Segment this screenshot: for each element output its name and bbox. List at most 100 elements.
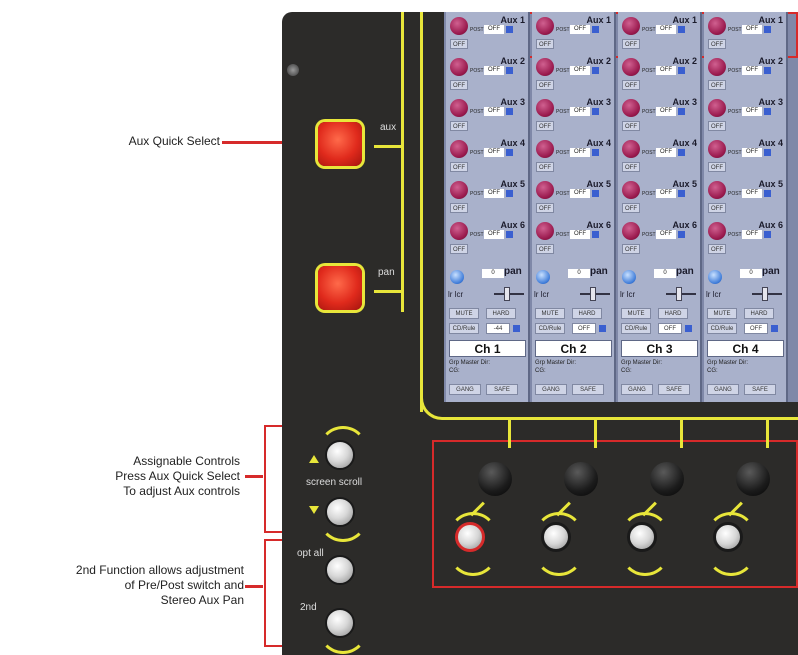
hard-button[interactable]: HARD: [744, 308, 774, 319]
aux-off-button[interactable]: OFF: [536, 162, 554, 172]
assignable-rotary-knob[interactable]: [650, 462, 684, 496]
aux-off-button[interactable]: OFF: [622, 203, 640, 213]
aux-level-knob[interactable]: [708, 181, 726, 199]
aux-off-button[interactable]: OFF: [622, 80, 640, 90]
cd-rule-value[interactable]: OFF: [744, 323, 768, 334]
aux-state-field[interactable]: OFF: [570, 66, 590, 75]
aux-level-knob[interactable]: [536, 181, 554, 199]
mute-button[interactable]: MUTE: [621, 308, 651, 319]
aux-level-knob[interactable]: [450, 58, 468, 76]
hard-button[interactable]: HARD: [658, 308, 688, 319]
mute-button[interactable]: MUTE: [707, 308, 737, 319]
aux-off-button[interactable]: OFF: [536, 121, 554, 131]
aux-off-button[interactable]: OFF: [622, 39, 640, 49]
aux-state-field[interactable]: OFF: [656, 230, 676, 239]
cd-rule-value[interactable]: -44: [486, 323, 510, 334]
aux-off-button[interactable]: OFF: [536, 203, 554, 213]
aux-off-button[interactable]: OFF: [450, 203, 468, 213]
aux-level-knob[interactable]: [622, 140, 640, 158]
aux-state-field[interactable]: OFF: [570, 25, 590, 34]
aux-level-knob[interactable]: [622, 58, 640, 76]
pan-fader-thumb[interactable]: [676, 287, 682, 301]
aux-off-button[interactable]: OFF: [622, 121, 640, 131]
aux-level-knob[interactable]: [536, 222, 554, 240]
aux-state-field[interactable]: OFF: [484, 148, 504, 157]
aux-off-button[interactable]: OFF: [536, 80, 554, 90]
aux-level-knob[interactable]: [622, 181, 640, 199]
aux-level-knob[interactable]: [708, 222, 726, 240]
aux-state-field[interactable]: OFF: [656, 148, 676, 157]
aux-off-button[interactable]: OFF: [536, 244, 554, 254]
aux-state-field[interactable]: OFF: [742, 66, 762, 75]
pan-knob[interactable]: [622, 270, 636, 284]
aux-off-button[interactable]: OFF: [622, 162, 640, 172]
aux-level-knob[interactable]: [536, 99, 554, 117]
safe-button[interactable]: SAFE: [744, 384, 776, 395]
safe-button[interactable]: SAFE: [572, 384, 604, 395]
aux-state-field[interactable]: OFF: [570, 189, 590, 198]
aux-level-knob[interactable]: [450, 222, 468, 240]
aux-level-knob[interactable]: [450, 181, 468, 199]
hard-button[interactable]: HARD: [572, 308, 602, 319]
cd-rule-value[interactable]: OFF: [658, 323, 682, 334]
aux-off-button[interactable]: OFF: [536, 39, 554, 49]
aux-level-knob[interactable]: [622, 222, 640, 240]
pan-quick-select-button[interactable]: [318, 266, 362, 310]
aux-level-knob[interactable]: [622, 99, 640, 117]
mute-button[interactable]: MUTE: [449, 308, 479, 319]
safe-button[interactable]: SAFE: [486, 384, 518, 395]
gang-button[interactable]: GANG: [535, 384, 567, 395]
aux-off-button[interactable]: OFF: [622, 244, 640, 254]
pan-fader-thumb[interactable]: [762, 287, 768, 301]
aux-off-button[interactable]: OFF: [708, 203, 726, 213]
aux-off-button[interactable]: OFF: [450, 39, 468, 49]
assignable-rotary-knob[interactable]: [736, 462, 770, 496]
opt-all-button[interactable]: [325, 555, 355, 585]
aux-state-field[interactable]: OFF: [742, 189, 762, 198]
aux-level-knob[interactable]: [708, 99, 726, 117]
aux-off-button[interactable]: OFF: [708, 162, 726, 172]
gang-button[interactable]: GANG: [707, 384, 739, 395]
aux-state-field[interactable]: OFF: [484, 66, 504, 75]
aux-state-field[interactable]: OFF: [742, 230, 762, 239]
aux-state-field[interactable]: OFF: [656, 66, 676, 75]
scroll-up-button[interactable]: [325, 440, 355, 470]
pan-knob[interactable]: [536, 270, 550, 284]
aux-state-field[interactable]: OFF: [742, 107, 762, 116]
safe-button[interactable]: SAFE: [658, 384, 690, 395]
pan-fader-thumb[interactable]: [590, 287, 596, 301]
aux-level-knob[interactable]: [708, 58, 726, 76]
aux-off-button[interactable]: OFF: [708, 39, 726, 49]
mute-button[interactable]: MUTE: [535, 308, 565, 319]
aux-level-knob[interactable]: [536, 58, 554, 76]
aux-state-field[interactable]: OFF: [484, 107, 504, 116]
cd-rule-value[interactable]: OFF: [572, 323, 596, 334]
aux-off-button[interactable]: OFF: [708, 121, 726, 131]
aux-state-field[interactable]: OFF: [484, 189, 504, 198]
aux-off-button[interactable]: OFF: [450, 162, 468, 172]
aux-off-button[interactable]: OFF: [450, 80, 468, 90]
aux-level-knob[interactable]: [708, 140, 726, 158]
aux-off-button[interactable]: OFF: [708, 244, 726, 254]
aux-state-field[interactable]: OFF: [656, 107, 676, 116]
aux-quick-select-button[interactable]: [318, 122, 362, 166]
aux-state-field[interactable]: OFF: [570, 230, 590, 239]
aux-state-field[interactable]: OFF: [742, 148, 762, 157]
aux-state-field[interactable]: OFF: [570, 107, 590, 116]
aux-level-knob[interactable]: [450, 140, 468, 158]
aux-off-button[interactable]: OFF: [708, 80, 726, 90]
aux-state-field[interactable]: OFF: [656, 25, 676, 34]
assignable-rotary-knob[interactable]: [564, 462, 598, 496]
pan-fader-thumb[interactable]: [504, 287, 510, 301]
aux-level-knob[interactable]: [450, 99, 468, 117]
aux-state-field[interactable]: OFF: [484, 25, 504, 34]
aux-off-button[interactable]: OFF: [450, 121, 468, 131]
aux-state-field[interactable]: OFF: [570, 148, 590, 157]
aux-state-field[interactable]: OFF: [484, 230, 504, 239]
aux-level-knob[interactable]: [450, 17, 468, 35]
aux-level-knob[interactable]: [536, 140, 554, 158]
hard-button[interactable]: HARD: [486, 308, 516, 319]
aux-level-knob[interactable]: [622, 17, 640, 35]
aux-state-field[interactable]: OFF: [742, 25, 762, 34]
aux-level-knob[interactable]: [536, 17, 554, 35]
